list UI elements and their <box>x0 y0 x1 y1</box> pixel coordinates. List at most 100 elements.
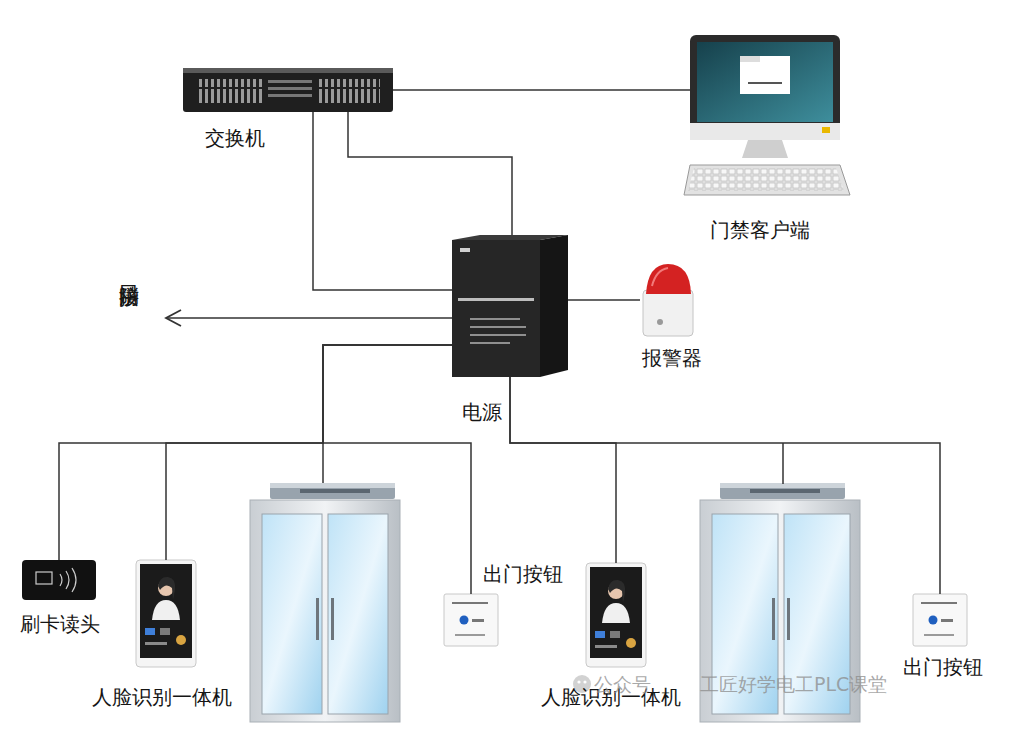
client-computer: 门禁客户端 <box>690 35 840 195</box>
client-computer-illustration-part <box>684 165 850 195</box>
card-reader-illustration-part <box>22 560 96 600</box>
face-terminal-illustration-part <box>145 628 155 635</box>
wire-connector <box>313 112 452 290</box>
exit-button-illustration-part <box>455 634 485 636</box>
wire-connector <box>59 345 452 560</box>
glass-door-illustration-part <box>331 598 334 640</box>
face-terminal: 人脸识别一体机 <box>136 560 196 667</box>
switch-device: 交换机 <box>183 68 393 112</box>
wire-connector <box>510 377 616 563</box>
glass-door-illustration-part <box>750 489 820 493</box>
glass-door-illustration-part <box>322 443 324 484</box>
wire-connector <box>166 345 452 560</box>
switch-illustration-part <box>268 80 312 83</box>
exit-button-illustration <box>444 594 498 646</box>
device-label: 出门按钮 <box>468 562 578 586</box>
device-label: 人脸识别一体机 <box>72 685 252 709</box>
exit-button: 出门按钮 <box>913 594 967 646</box>
face-terminal-illustration-part <box>152 600 180 620</box>
watermark-icon-part <box>577 680 580 683</box>
glass-door-illustration-part <box>316 598 319 640</box>
face-terminal-illustration-part <box>136 560 196 667</box>
exit-button-illustration-part <box>460 616 469 625</box>
power-box-illustration <box>452 235 568 377</box>
face-terminal-illustration-part <box>158 577 175 600</box>
face-terminal-illustration-part <box>176 635 186 645</box>
device-label: 出门按钮 <box>888 655 998 679</box>
power-controller: 电源 <box>452 235 568 377</box>
client-computer-illustration-part <box>740 56 790 94</box>
alarm-illustration-part <box>652 268 668 286</box>
wire-connector <box>568 299 640 301</box>
glass-door-illustration-part <box>270 483 395 499</box>
watermark: 工匠好学电工PLC课堂 <box>700 672 887 696</box>
alarm-illustration-part <box>646 264 691 294</box>
exit-button-illustration-part <box>941 619 953 622</box>
power-box-illustration-part <box>458 298 534 301</box>
power-box-illustration-part <box>470 342 510 344</box>
client-computer-illustration-part <box>822 127 830 133</box>
client-computer-illustration-part <box>690 123 840 140</box>
power-box-illustration-part <box>470 326 526 328</box>
wire-connector <box>348 112 512 235</box>
glass-door-illustration-part <box>328 514 388 714</box>
client-computer-illustration-part <box>688 168 844 191</box>
wire-connector <box>393 89 690 91</box>
glass-door-illustration-part <box>250 500 400 722</box>
card-reader-illustration-part <box>36 572 52 584</box>
face-terminal-illustration-part <box>160 628 170 635</box>
card-reader-illustration <box>22 560 96 600</box>
wire-connector <box>323 345 471 594</box>
face-terminal-illustration-part <box>145 642 167 645</box>
glass-door-illustration-part <box>300 489 370 493</box>
face-terminal-illustration-part <box>595 631 605 638</box>
power-box-illustration-part <box>540 235 568 377</box>
exit-button-illustration-part <box>913 594 967 646</box>
glass-door-illustration-part <box>772 598 775 640</box>
exit-button-illustration-part <box>452 602 488 604</box>
exit-button-illustration-part <box>472 619 484 622</box>
exit-button-illustration-part <box>924 634 954 636</box>
client-computer-illustration <box>684 35 850 195</box>
face-terminal-illustration-part <box>586 563 646 667</box>
client-computer-illustration-part <box>740 56 760 62</box>
device-label: 交换机 <box>175 126 295 150</box>
power-box-illustration-part <box>452 240 540 377</box>
card-reader: 刷卡读头 <box>22 560 96 600</box>
glass-door-illustration-part <box>262 514 322 714</box>
client-computer-illustration-part <box>690 35 840 140</box>
switch-illustration-part <box>318 79 380 103</box>
face-terminal-illustration-part <box>608 580 625 603</box>
glass-door-illustration-part <box>720 483 845 499</box>
switch-illustration-part <box>268 87 312 90</box>
face-terminal: 人脸识别一体机 <box>586 563 646 667</box>
glass-door-illustration <box>250 443 400 722</box>
card-reader-illustration-part <box>60 568 76 592</box>
wire-connector <box>510 377 940 594</box>
device-label: 电源 <box>447 400 517 424</box>
glass-door-illustration-part <box>787 598 790 640</box>
exit-button-illustration-part <box>444 594 498 646</box>
alarm-illustration-part <box>643 290 693 336</box>
face-terminal-illustration-part <box>595 645 617 648</box>
face-terminal-illustration <box>586 563 646 667</box>
watermark-icon-part <box>583 680 586 683</box>
switch-illustration-part <box>183 68 393 73</box>
exit-button-illustration-part <box>921 602 957 604</box>
alarm-illustration <box>643 264 693 336</box>
face-terminal-illustration-part <box>602 603 630 623</box>
lock-wire <box>782 443 784 484</box>
exit-button-illustration <box>913 594 967 646</box>
watermark: 公众号 <box>594 672 651 696</box>
fire-interface-arrow <box>166 310 452 326</box>
switch-illustration-part <box>196 79 262 103</box>
face-terminal-illustration-part <box>140 564 192 658</box>
face-terminal-illustration-part <box>626 638 636 648</box>
client-computer-illustration-part <box>742 140 788 158</box>
switch-illustration-part <box>183 68 393 112</box>
fire-interface-arrow-part <box>166 310 181 326</box>
device-label: 报警器 <box>622 346 722 370</box>
